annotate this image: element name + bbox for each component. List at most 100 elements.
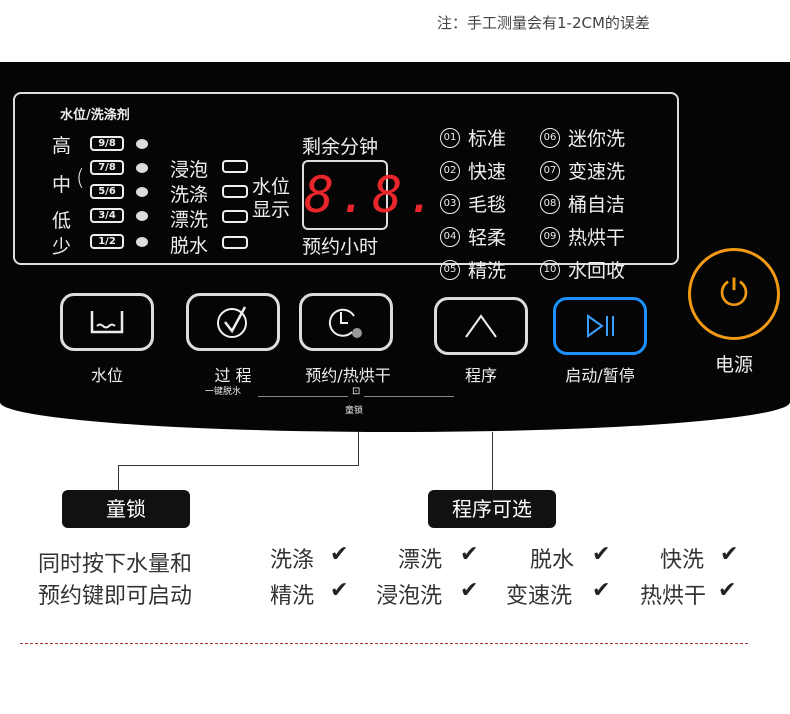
option-soak: 浸泡洗 xyxy=(376,584,443,609)
program-number: 02 xyxy=(440,160,460,181)
program-name: 快速 xyxy=(468,161,507,183)
program-number: 08 xyxy=(540,193,560,214)
dashed-divider xyxy=(20,643,748,644)
check-circle-icon xyxy=(217,306,247,338)
child-lock-desc-1: 同时按下水量和 xyxy=(38,552,193,577)
phase-spin: 脱水 xyxy=(170,235,209,257)
power-button[interactable]: ⏻ xyxy=(688,248,780,340)
reserve-hours-label: 预约小时 xyxy=(302,236,379,258)
display-area xyxy=(13,92,679,265)
one-key-spin-label: 一键脱水 xyxy=(205,387,242,397)
phase-rinse: 漂洗 xyxy=(170,209,209,231)
connector-line xyxy=(118,465,359,466)
digit-display: 8.8. xyxy=(302,160,436,230)
program-name: 标准 xyxy=(468,128,507,150)
program-number: 09 xyxy=(540,226,560,247)
program-number: 04 xyxy=(440,226,460,247)
program-item: 01 标准 xyxy=(440,124,506,151)
program-number: 05 xyxy=(440,259,460,280)
fraction-badge: 7/8 xyxy=(90,160,124,175)
level-mid: 中 xyxy=(52,174,72,196)
fraction-badge: 3/4 xyxy=(90,208,124,223)
check-icon: ✔ xyxy=(592,542,611,567)
led-indicator xyxy=(136,211,148,221)
option-spin: 脱水 xyxy=(530,548,575,573)
child-lock-tag: 童锁 xyxy=(62,490,190,528)
program-name: 迷你洗 xyxy=(568,128,626,150)
process-label: 过 程 xyxy=(214,366,252,385)
program-item: 09 热烘干 xyxy=(540,223,625,250)
phase-indicator xyxy=(222,210,248,223)
option-fine: 精洗 xyxy=(270,584,315,609)
fraction-badge: 1/2 xyxy=(90,234,124,249)
water-level-label: 水位 xyxy=(90,366,123,385)
level-high: 高 xyxy=(52,135,72,157)
check-icon: ✔ xyxy=(330,542,349,567)
program-item: 10 水回收 xyxy=(540,256,625,283)
option-rinse: 漂洗 xyxy=(398,548,443,573)
child-lock-desc-2: 预约键即可启动 xyxy=(38,584,193,609)
water-display-label-1: 水位 xyxy=(252,176,291,198)
water-level-button[interactable] xyxy=(60,293,154,351)
check-icon: ✔ xyxy=(720,542,739,567)
level-low: 低 xyxy=(52,210,72,232)
program-number: 06 xyxy=(540,127,560,148)
level-little: 少 xyxy=(52,236,72,258)
water-display-label-2: 显示 xyxy=(252,199,291,221)
program-item: 03 毛毯 xyxy=(440,190,506,217)
option-variable: 变速洗 xyxy=(506,584,573,609)
check-icon: ✔ xyxy=(330,578,349,603)
lock-icon: ⊡ xyxy=(348,386,365,397)
led-indicator xyxy=(136,237,148,247)
program-tag: 程序可选 xyxy=(428,490,556,528)
program-item: 08 桶自洁 xyxy=(540,190,625,217)
program-name: 精洗 xyxy=(468,260,507,282)
check-icon: ✔ xyxy=(592,578,611,603)
program-name: 热烘干 xyxy=(568,227,626,249)
phase-indicator xyxy=(222,160,248,173)
program-item: 04 轻柔 xyxy=(440,223,506,250)
remaining-minutes-label: 剩余分钟 xyxy=(302,136,379,158)
program-item: 07 变速洗 xyxy=(540,157,625,184)
program-list-1: 01 标准 02 快速 03 毛毯 04 轻柔 05 精洗 xyxy=(440,124,506,283)
start-pause-label: 启动/暂停 xyxy=(565,366,635,385)
play-pause-icon xyxy=(587,314,614,338)
program-number: 01 xyxy=(440,127,460,148)
start-pause-button[interactable] xyxy=(553,297,647,355)
led-indicator xyxy=(136,187,148,197)
option-wash: 洗涤 xyxy=(270,548,315,573)
process-button[interactable] xyxy=(186,293,280,351)
program-list-2: 06 迷你洗 07 变速洗 08 桶自洁 09 热烘干 10 水回收 xyxy=(540,124,625,283)
program-number: 03 xyxy=(440,193,460,214)
program-label: 程序 xyxy=(464,366,497,385)
connector-line xyxy=(118,465,119,490)
phase-soak: 浸泡 xyxy=(170,159,209,181)
connector-line xyxy=(358,432,359,465)
water-detergent-label: 水位/洗涤剂 xyxy=(60,108,130,123)
measurement-note: 注：手工测量会有1-2CM的误差 xyxy=(437,14,650,32)
program-name: 水回收 xyxy=(568,260,626,282)
program-item: 06 迷你洗 xyxy=(540,124,625,151)
program-button[interactable] xyxy=(434,297,528,355)
reserve-dry-label: 预约/热烘干 xyxy=(305,366,391,385)
phase-wash: 洗涤 xyxy=(170,184,209,206)
check-icon: ✔ xyxy=(460,542,479,567)
phase-indicator xyxy=(222,185,248,198)
bracket: ( xyxy=(76,166,85,191)
child-lock-label: 童锁 xyxy=(345,406,364,416)
connector-line xyxy=(492,432,493,490)
program-name: 轻柔 xyxy=(468,227,507,249)
program-number: 07 xyxy=(540,160,560,181)
led-indicator xyxy=(136,163,148,173)
check-icon: ✔ xyxy=(718,578,737,603)
reserve-dry-button[interactable] xyxy=(299,293,393,351)
fraction-badge: 5/6 xyxy=(90,184,124,199)
timer-gear-icon xyxy=(328,308,362,338)
fraction-badge: 9/8 xyxy=(90,136,124,151)
program-item: 05 精洗 xyxy=(440,256,506,283)
program-name: 变速洗 xyxy=(568,161,626,183)
program-name: 毛毯 xyxy=(468,194,507,216)
program-number: 10 xyxy=(540,259,560,280)
water-basin-icon xyxy=(90,311,124,334)
program-name: 桶自洁 xyxy=(568,194,626,216)
